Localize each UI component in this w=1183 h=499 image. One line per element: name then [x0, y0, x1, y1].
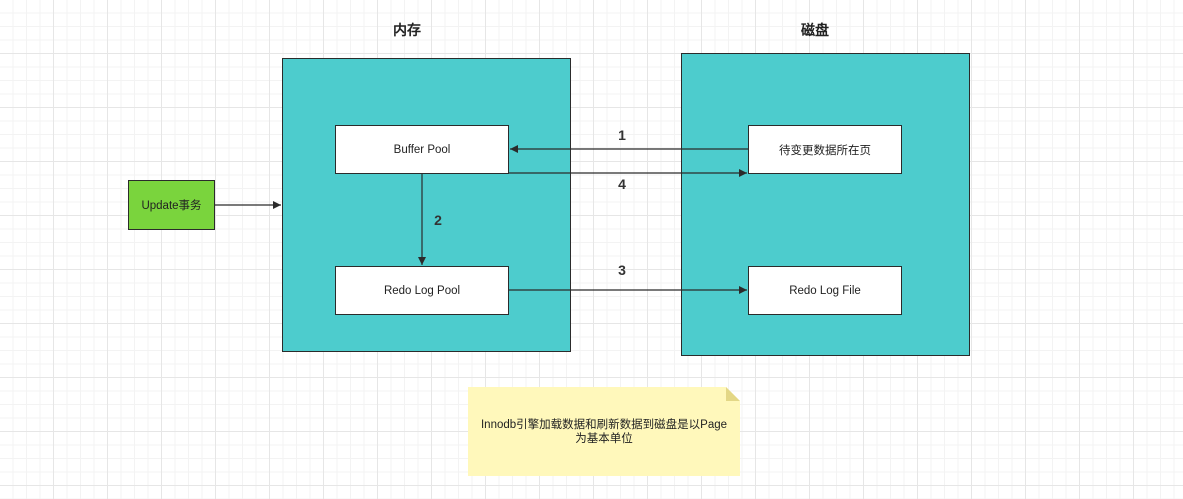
redo-log-file-label: Redo Log File	[789, 284, 861, 297]
redo-log-pool-node[interactable]: Redo Log Pool	[335, 266, 509, 315]
edge-label-1: 1	[618, 127, 626, 143]
buffer-pool-node[interactable]: Buffer Pool	[335, 125, 509, 174]
update-transaction-node[interactable]: Update事务	[128, 180, 215, 230]
pending-page-node[interactable]: 待变更数据所在页	[748, 125, 902, 174]
edge-label-2: 2	[434, 212, 442, 228]
sticky-note[interactable]: Innodb引擎加载数据和刷新数据到磁盘是以Page为基本单位	[468, 387, 740, 476]
edge-label-3: 3	[618, 262, 626, 278]
redo-log-pool-label: Redo Log Pool	[383, 284, 461, 297]
memory-title: 内存	[393, 22, 421, 38]
edge-label-4: 4	[618, 176, 626, 192]
sticky-note-fold-icon	[726, 387, 740, 401]
pending-page-label: 待变更数据所在页	[779, 144, 871, 157]
disk-title: 磁盘	[801, 22, 829, 38]
sticky-note-text: Innodb引擎加载数据和刷新数据到磁盘是以Page为基本单位	[480, 418, 728, 445]
redo-log-file-node[interactable]: Redo Log File	[748, 266, 902, 315]
update-transaction-label: Update事务	[141, 200, 202, 212]
buffer-pool-label: Buffer Pool	[393, 143, 451, 156]
